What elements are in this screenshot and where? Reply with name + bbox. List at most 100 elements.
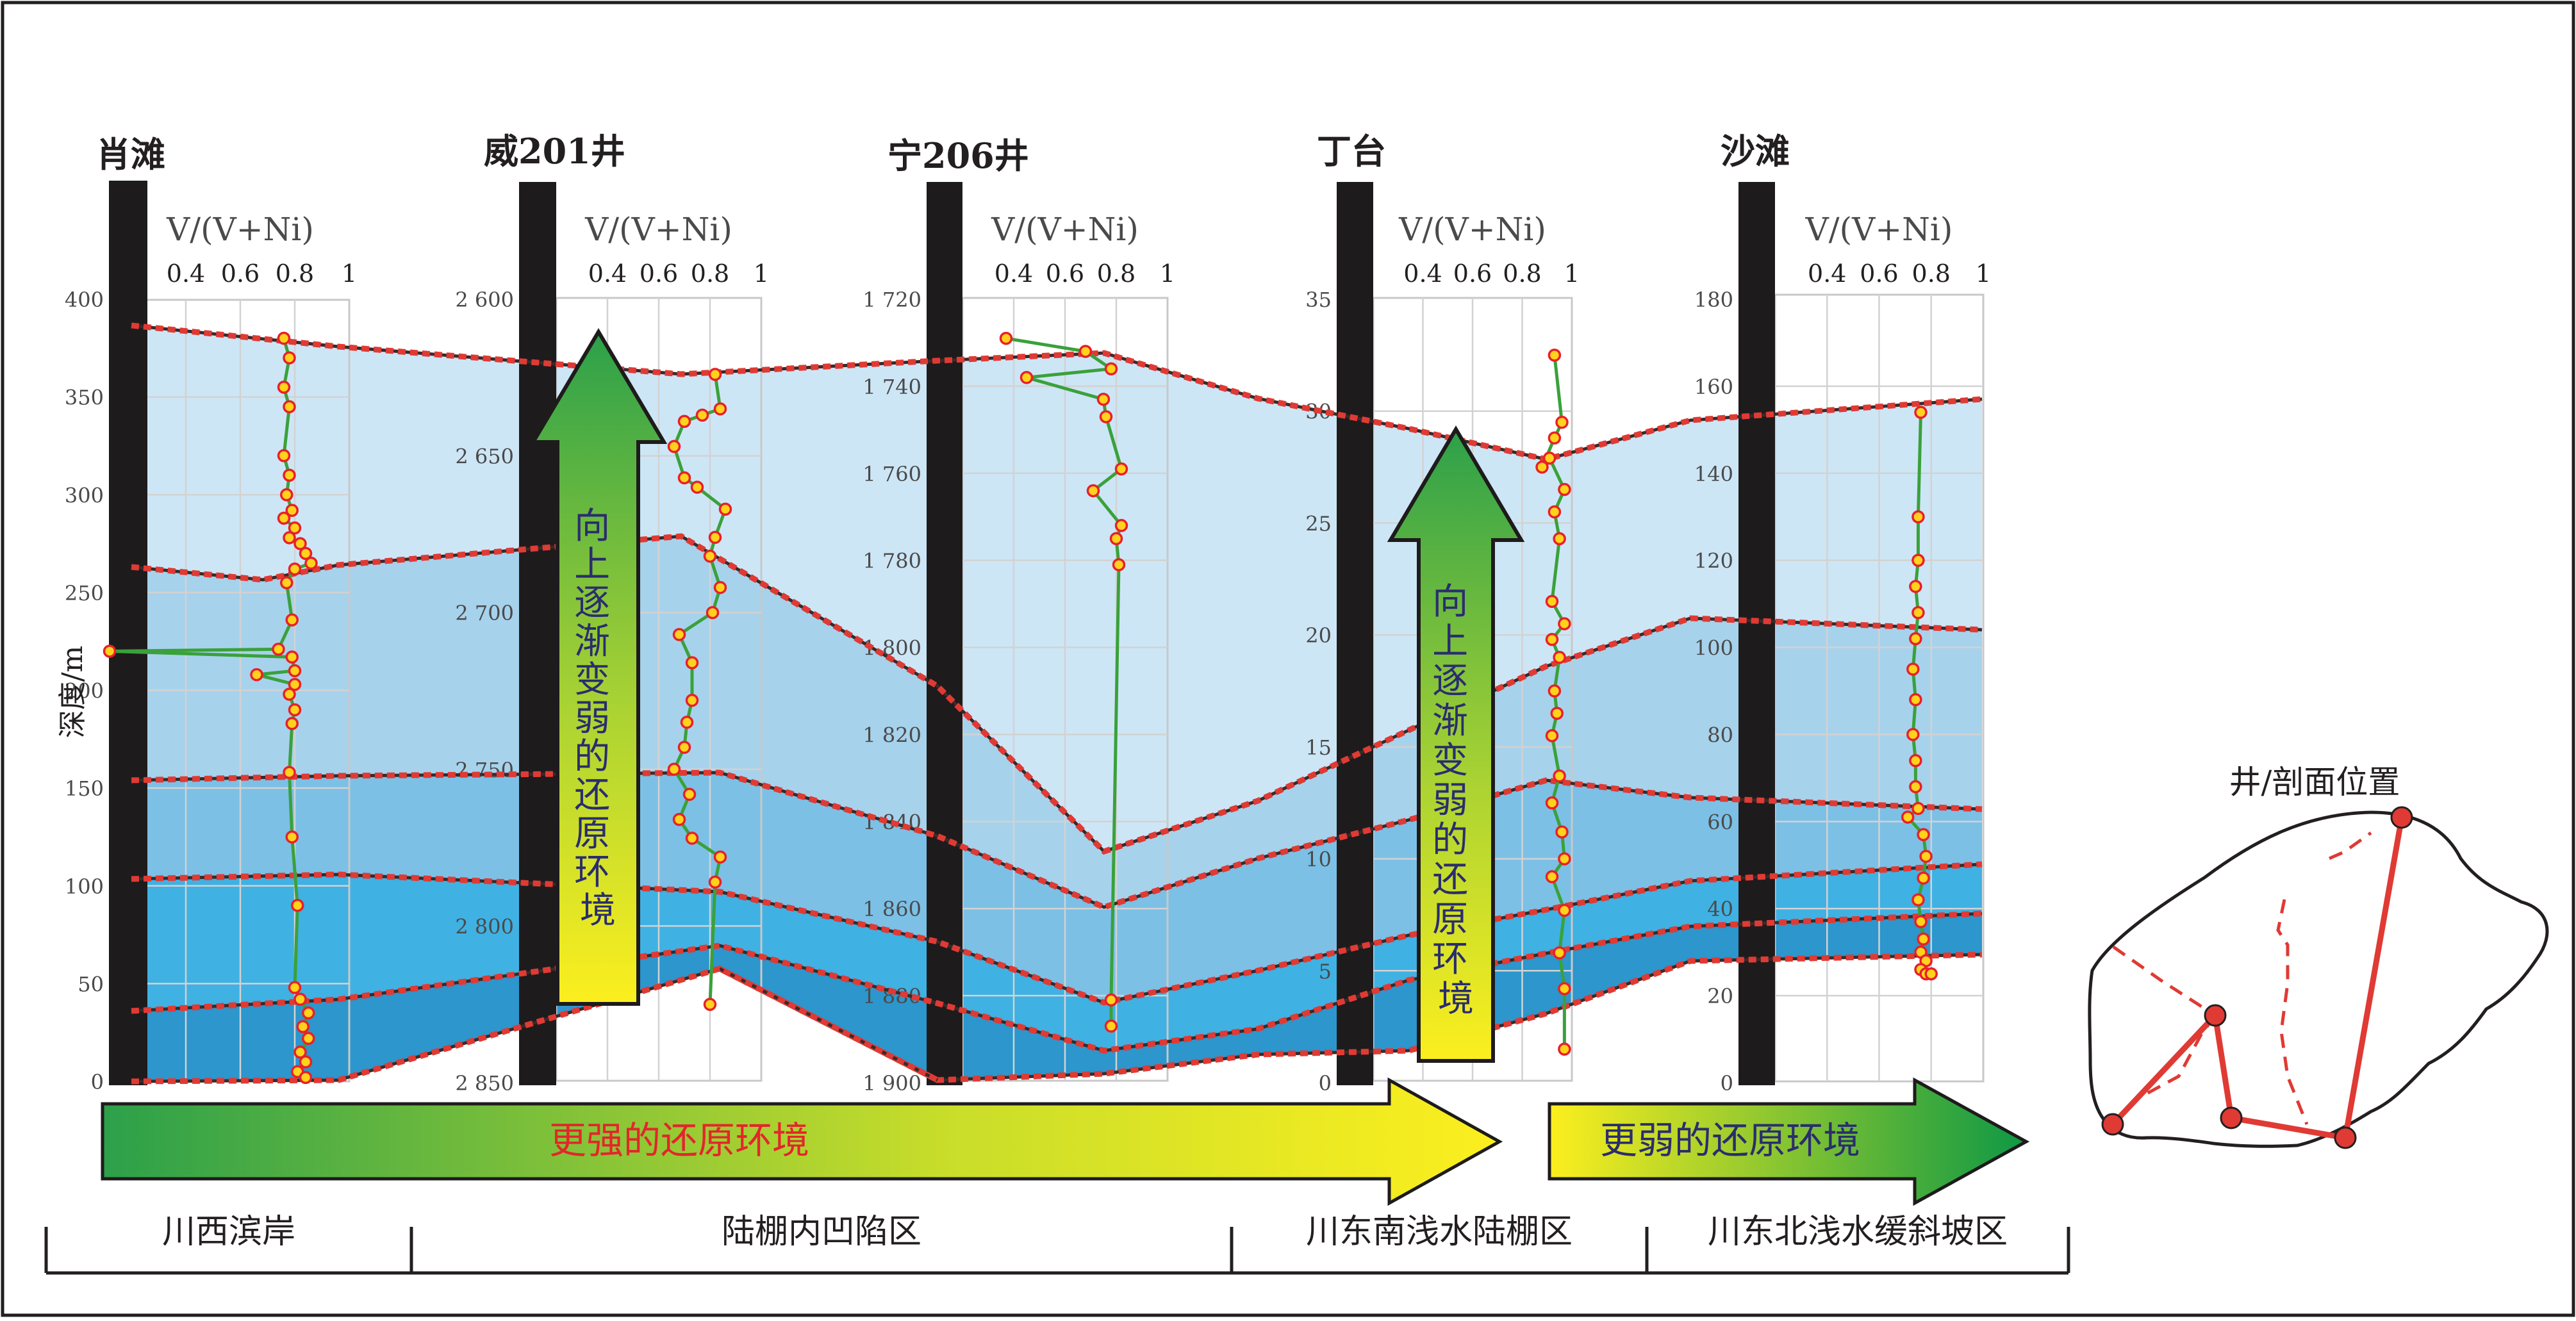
data-point [1553, 769, 1566, 783]
data-point [1917, 871, 1930, 885]
data-point [1558, 981, 1571, 996]
depth-tick-label: 0 [1721, 1071, 1733, 1095]
data-point [708, 530, 722, 545]
location-map-title: 井/剖面位置 [2229, 764, 2400, 801]
data-point [672, 628, 686, 641]
data-point [299, 546, 313, 561]
depth-tick-label: 350 [65, 386, 104, 410]
basin-outline [2088, 810, 2549, 1148]
depth-tick-label: 0 [91, 1070, 104, 1094]
data-point [1924, 967, 1938, 981]
data-point [1558, 617, 1571, 630]
data-point [1545, 595, 1559, 608]
data-point [685, 693, 699, 707]
data-point [293, 992, 307, 1006]
boundary-top [131, 322, 1983, 463]
data-point [1548, 505, 1562, 519]
depth-tick-label: 25 [1305, 511, 1332, 536]
data-point [677, 471, 691, 485]
depth-tick-label: 2 800 [455, 914, 514, 939]
data-point [695, 408, 709, 422]
data-point [1550, 707, 1564, 720]
data-point [288, 703, 302, 717]
boundary-3 [131, 769, 1983, 910]
data-point [1112, 558, 1126, 571]
data-point [713, 402, 727, 416]
horizontal-arrow-right-label: 更弱的还原环境 [1600, 1119, 1860, 1162]
x-tick-label: 0.4 [1808, 259, 1846, 288]
data-point [1548, 349, 1562, 362]
depth-tick-label: 10 [1305, 848, 1332, 872]
depth-tick-label: 2 850 [455, 1071, 514, 1095]
boundary-4 [131, 861, 1983, 1006]
curve-well-3 [999, 331, 1128, 1033]
data-point [680, 716, 694, 729]
depth-tick-label: 1 740 [863, 375, 921, 399]
data-point [1909, 780, 1922, 794]
depth-tick-label: 300 [65, 483, 104, 507]
data-point [296, 1020, 310, 1033]
depth-tick-label: 1 720 [863, 288, 921, 312]
data-point [999, 331, 1013, 345]
data-point [1545, 729, 1559, 743]
depth-tick-label: 200 [65, 679, 104, 703]
data-point [250, 668, 263, 682]
depth-tick-label: 35 [1305, 288, 1332, 312]
data-point [1906, 662, 1920, 676]
depth-tick-label: 100 [1694, 636, 1733, 660]
x-tick-label: 0.8 [276, 259, 314, 288]
data-point [1911, 893, 1925, 907]
depth-tick-label: 400 [65, 288, 104, 312]
x-tick-label: 0.4 [588, 259, 627, 288]
depth-tick-label: 50 [78, 972, 104, 996]
data-point [672, 812, 686, 826]
data-point [280, 576, 293, 589]
depth-tick-label: 100 [65, 874, 104, 899]
boundary-2 [131, 533, 1983, 855]
data-point [1917, 932, 1930, 946]
horizontal-arrow-right-shape [1548, 1077, 2030, 1206]
x-tick-label: 1 [1564, 259, 1580, 288]
data-point [1545, 870, 1559, 883]
depth-tick-label: 180 [1694, 288, 1733, 312]
zone-label-3: 川东南浅水陆棚区 [1306, 1213, 1573, 1251]
data-point [1553, 532, 1566, 546]
data-point [277, 381, 291, 394]
data-point [1555, 415, 1569, 429]
x-tick-label: 0.6 [1453, 259, 1492, 288]
data-point [1555, 825, 1569, 839]
data-point [1911, 554, 1925, 567]
depth-tick-label: 2 750 [455, 758, 514, 782]
data-point [1901, 810, 1915, 824]
data-point [685, 656, 699, 669]
data-point [302, 1006, 315, 1020]
vertical-arrow-left-shape [529, 328, 668, 1006]
axis-title: V/(V+Ni) [584, 211, 732, 248]
data-point [1553, 946, 1566, 960]
data-point [1109, 532, 1123, 545]
x-tick-label: 1 [754, 259, 769, 288]
depth-tick-label: 140 [1694, 462, 1733, 486]
well-column [519, 182, 556, 1085]
x-tick-label: 0.6 [640, 259, 678, 288]
data-point [1558, 852, 1571, 866]
well-location-markers [2101, 806, 2413, 1149]
data-point [677, 414, 691, 429]
data-point [272, 643, 285, 656]
data-point [288, 664, 302, 678]
data-point [718, 502, 732, 516]
vertical-arrow-right: 向 上 逐 渐 变 弱 的 还 原 环 境 [1387, 425, 1525, 1063]
x-tick-label: 0.4 [1403, 259, 1442, 288]
panel-grid [1775, 295, 1983, 1081]
x-tick-label: 0.4 [167, 259, 205, 288]
data-point [1909, 580, 1922, 593]
well-column [927, 182, 962, 1085]
data-point [277, 511, 291, 525]
axis-title: V/(V+Ni) [1805, 211, 1953, 248]
data-point [283, 531, 296, 545]
well-column [1738, 182, 1775, 1085]
